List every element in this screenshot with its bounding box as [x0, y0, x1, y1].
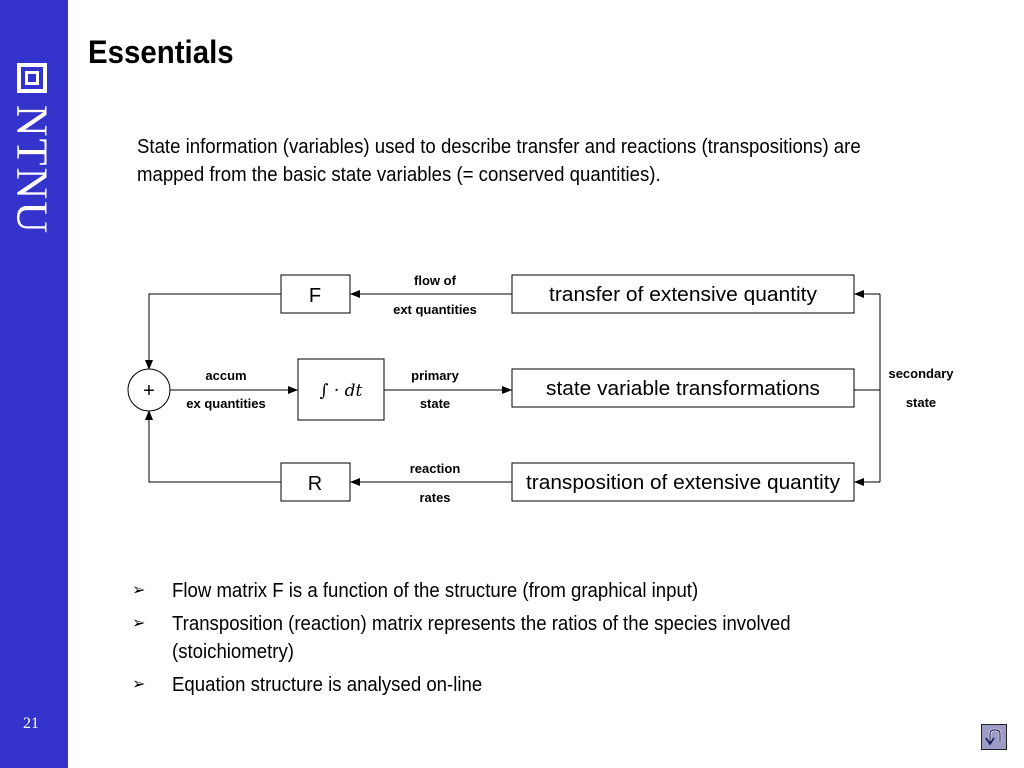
bullet-item: ➢ Flow matrix F is a function of the str…	[132, 577, 892, 605]
secondary-label-line2: state	[906, 395, 936, 410]
accum-label-line1: accum	[205, 368, 246, 383]
bullet-item: ➢ Equation structure is analysed on-line	[132, 671, 892, 699]
bullet-text: Transposition (reaction) matrix represen…	[172, 613, 791, 663]
flow-label-line2: ext quantities	[393, 302, 477, 317]
bullet-arrow-icon: ➢	[132, 676, 146, 693]
reaction-label-line2: rates	[419, 490, 450, 505]
primary-label-line1: primary	[411, 368, 459, 383]
sum-node	[127, 368, 171, 412]
return-button[interactable]	[981, 724, 1007, 750]
r-label: R	[308, 473, 322, 495]
intro-text: State information (variables) used to de…	[137, 136, 861, 186]
integral-label: ∫ · dt	[320, 381, 363, 401]
diagram-connectors	[145, 290, 881, 486]
accum-label-line2: ex quantities	[186, 396, 265, 411]
transfer-box	[511, 274, 855, 314]
bullet-arrow-icon: ➢	[132, 582, 146, 599]
transposition-box	[511, 462, 855, 502]
reaction-label-line1: reaction	[410, 461, 461, 476]
page-title: Essentials	[88, 34, 234, 70]
primary-label-line2: state	[420, 396, 450, 411]
transform-box	[511, 368, 855, 408]
arrow-r-to-sum	[145, 410, 281, 483]
bullet-list: ➢ Flow matrix F is a function of the str…	[132, 577, 892, 704]
arrow-f-to-sum	[145, 293, 281, 370]
transform-box-label: state variable transformations	[546, 378, 820, 400]
f-label: F	[309, 285, 321, 307]
sidebar: NTNU 21	[0, 0, 68, 768]
r-box	[280, 462, 351, 502]
slide-number: 21	[23, 715, 39, 732]
flow-label-line1: flow of	[414, 273, 457, 288]
bullet-text: Equation structure is analysed on-line	[172, 674, 483, 696]
sum-symbol: +	[143, 380, 155, 402]
integral-box	[297, 358, 385, 421]
bullet-item: ➢ Transposition (reaction) matrix repres…	[132, 610, 892, 666]
transposition-box-label: transposition of extensive quantity	[526, 472, 840, 494]
f-box	[280, 274, 351, 314]
transfer-box-label: transfer of extensive quantity	[549, 284, 817, 306]
bullet-arrow-icon: ➢	[132, 615, 146, 632]
return-arrow-icon	[985, 728, 1002, 746]
ntnu-logo-icon	[17, 63, 47, 93]
bullet-text: Flow matrix F is a function of the struc…	[172, 580, 699, 602]
secondary-label-line1: secondary	[888, 366, 954, 381]
